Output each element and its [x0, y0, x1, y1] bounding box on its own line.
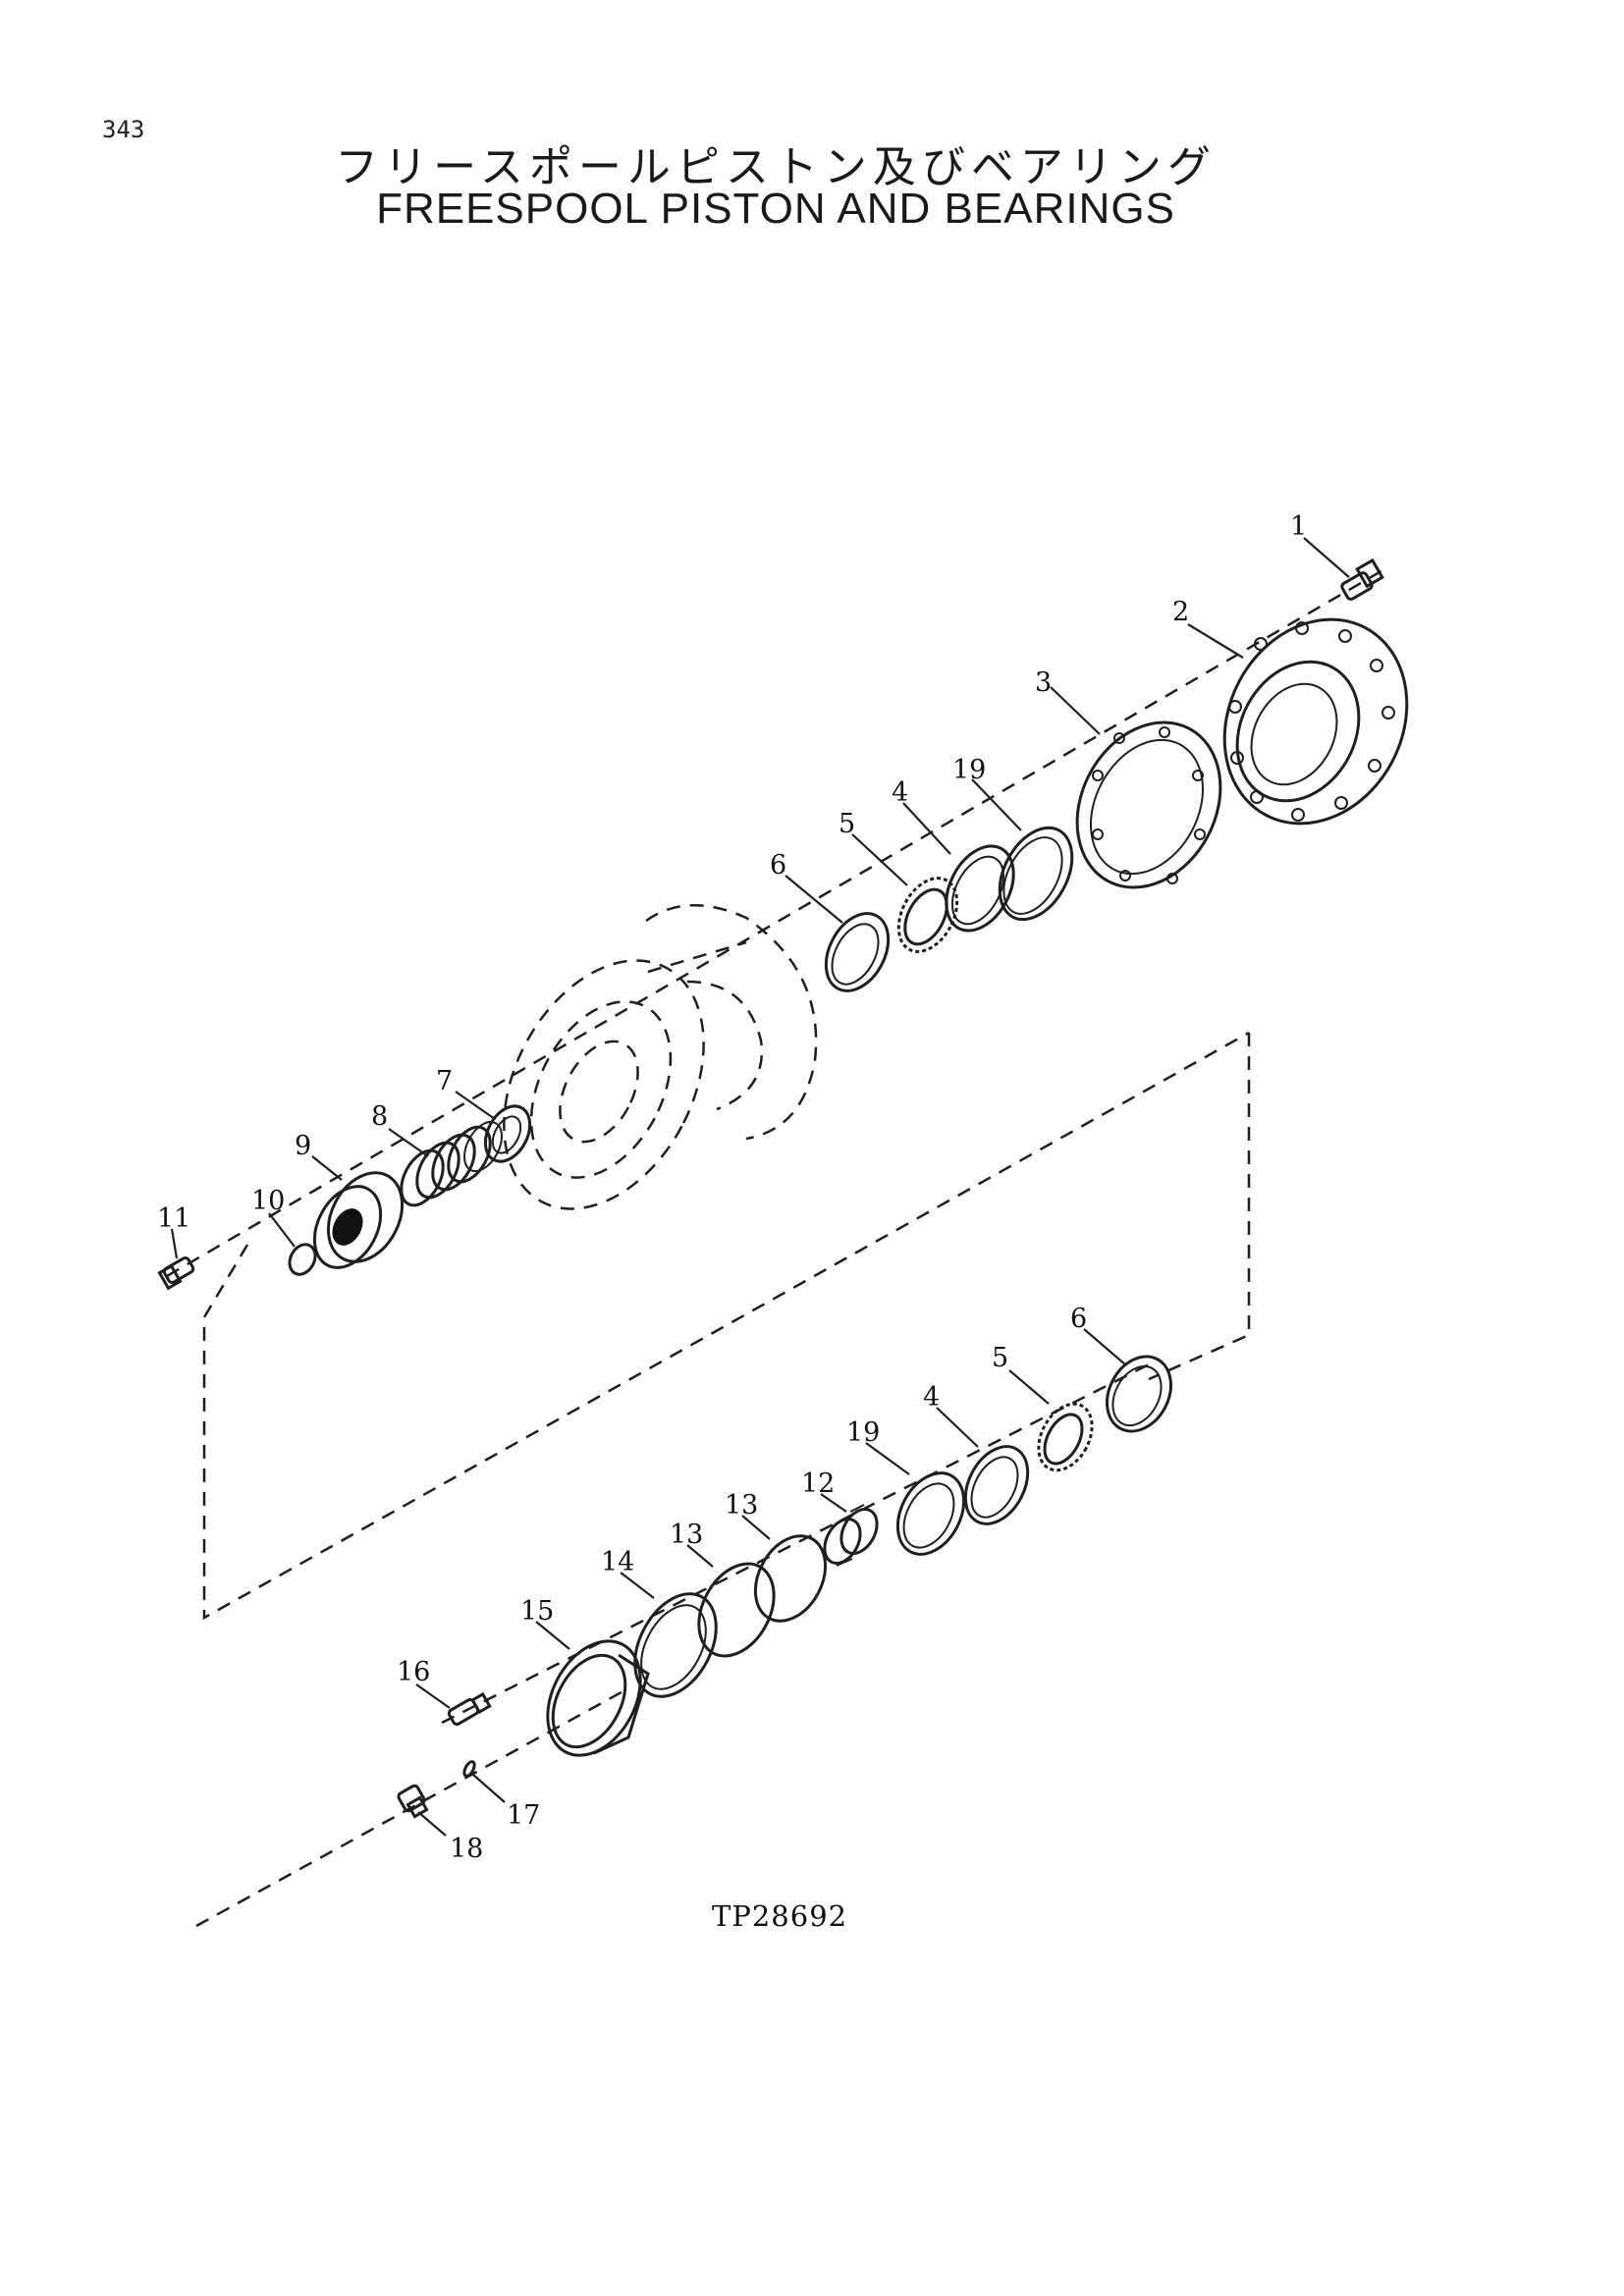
callout-label: 18 — [450, 1834, 483, 1864]
callout-label: 14 — [601, 1547, 634, 1577]
callout-label: 16 — [397, 1657, 430, 1687]
part-19-upper-ring — [998, 826, 1074, 922]
callout-label: 12 — [801, 1468, 835, 1499]
page-number: 343 — [102, 116, 145, 143]
part-12-sleeve — [823, 1504, 879, 1567]
part-6-lower-ring — [1106, 1355, 1172, 1433]
callout-label: 3 — [1035, 667, 1052, 698]
part-19-lower-ring — [895, 1471, 966, 1556]
title-japanese: フリースポールピストン及びベアリング — [335, 142, 1217, 192]
callout-label: 6 — [1070, 1304, 1087, 1334]
callout-label: 19 — [952, 755, 986, 785]
part-16-bolt — [447, 1691, 492, 1726]
phantom-drum — [503, 903, 818, 1210]
callout-label: 2 — [1172, 597, 1189, 627]
part-1-bolt — [1340, 558, 1384, 601]
callout-label: 5 — [992, 1343, 1008, 1373]
part-4-upper-race — [945, 844, 1015, 933]
callout-label: 13 — [725, 1490, 758, 1521]
callout-labels: 1 2 3 19 4 5 6 7 8 9 10 11 6 5 4 19 12 1… — [157, 511, 1307, 1864]
callout-label: 9 — [295, 1131, 311, 1161]
part-11-bolt — [157, 1256, 195, 1291]
callout-label: 11 — [157, 1203, 190, 1234]
callout-label: 6 — [770, 850, 786, 881]
lower-centerline-lower — [195, 1686, 629, 1928]
part-18-plug — [397, 1784, 429, 1819]
part-14-gasket — [633, 1592, 718, 1698]
lower-centerline-upper — [441, 1362, 1150, 1725]
callout-label: 10 — [251, 1186, 285, 1216]
part-4-lower-race — [963, 1445, 1030, 1525]
callout-label: 15 — [520, 1596, 554, 1627]
part-8-spring — [400, 1121, 503, 1207]
return-dashed-frame — [1148, 1033, 1251, 1381]
callout-label: 19 — [846, 1417, 880, 1448]
part-6-upper-ring — [824, 912, 891, 992]
callout-label: 17 — [507, 1800, 540, 1831]
left-dashed-frame — [202, 1031, 1250, 1621]
callout-label: 1 — [1290, 511, 1307, 542]
part-17-oring — [462, 1760, 476, 1778]
drawing-id: TP28692 — [712, 1899, 847, 1933]
callout-label: 4 — [892, 777, 908, 808]
part-2-flange-housing — [1222, 617, 1409, 826]
title-english: FREESPOOL PISTON AND BEARINGS — [376, 185, 1175, 233]
callout-label: 8 — [371, 1101, 388, 1132]
part-15-cover — [546, 1639, 650, 1757]
part-5-lower-bearing — [1037, 1402, 1094, 1472]
upper-centerline — [166, 567, 1385, 1278]
callout-label: 13 — [670, 1520, 703, 1550]
part-10-plate — [288, 1243, 317, 1276]
leader-lines — [170, 537, 1350, 1837]
callout-label: 7 — [436, 1066, 453, 1096]
part-9-piston — [312, 1171, 405, 1269]
callout-label: 4 — [923, 1382, 940, 1413]
callout-label: 5 — [839, 809, 855, 839]
part-5-upper-bearing — [896, 877, 959, 953]
part-13-oring-b — [697, 1562, 776, 1658]
part-3-gasket — [1075, 721, 1222, 889]
